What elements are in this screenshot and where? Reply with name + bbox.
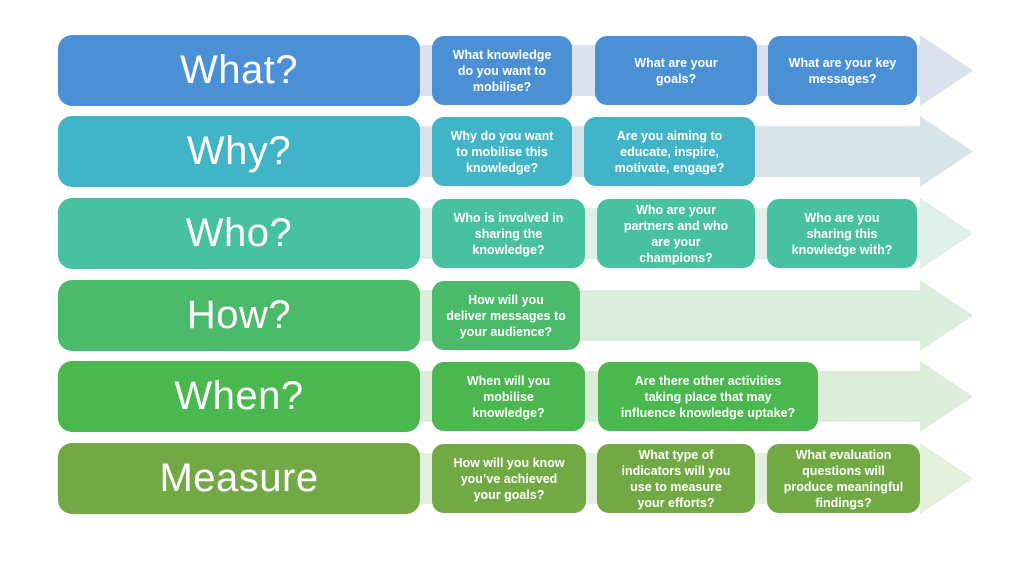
arrow-head-icon bbox=[920, 361, 973, 432]
question-text: What type of indicators will you use to … bbox=[621, 447, 731, 510]
question-box: What are your key messages? bbox=[768, 36, 917, 105]
question-text: Why do you want to mobilise this knowled… bbox=[450, 128, 554, 175]
question-box: Who is involved in sharing the knowledge… bbox=[432, 199, 585, 268]
row-label-box-why: Why? bbox=[58, 116, 420, 187]
question-box: What knowledge do you want to mobilise? bbox=[432, 36, 572, 105]
row-label-box-how: How? bbox=[58, 280, 420, 351]
question-box: What type of indicators will you use to … bbox=[597, 444, 755, 513]
arrow-head-icon bbox=[920, 35, 973, 106]
question-text: What are your key messages? bbox=[788, 55, 897, 86]
row-when: When? When will you mobilise knowledge? … bbox=[0, 361, 1024, 432]
question-text: What knowledge do you want to mobilise? bbox=[452, 47, 552, 94]
question-text: Are you aiming to educate, inspire, moti… bbox=[614, 128, 725, 175]
question-box: What are your goals? bbox=[595, 36, 757, 105]
question-text: How will you deliver messages to your au… bbox=[446, 292, 566, 339]
row-who: Who? Who is involved in sharing the know… bbox=[0, 198, 1024, 269]
question-text: What are your goals? bbox=[634, 55, 718, 86]
row-label: How? bbox=[186, 293, 292, 337]
question-text: Who are you sharing this knowledge with? bbox=[791, 210, 893, 257]
arrow-head-icon bbox=[920, 443, 973, 514]
row-why: Why? Why do you want to mobilise this kn… bbox=[0, 116, 1024, 187]
arrow-head-icon bbox=[920, 116, 973, 187]
question-text: Who is involved in sharing the knowledge… bbox=[453, 210, 564, 257]
row-label-box-when: When? bbox=[58, 361, 420, 432]
question-box: Who are you sharing this knowledge with? bbox=[767, 199, 917, 268]
question-text: What evaluation questions will produce m… bbox=[783, 447, 904, 510]
question-text: How will you know you’ve achieved your g… bbox=[453, 455, 565, 502]
question-text: Who are your partners and who are your c… bbox=[623, 202, 729, 265]
question-box: Are there other activities taking place … bbox=[598, 362, 818, 431]
question-text: When will you mobilise knowledge? bbox=[466, 373, 551, 420]
row-what: What? What knowledge do you want to mobi… bbox=[0, 35, 1024, 106]
row-label: Who? bbox=[185, 211, 293, 255]
question-text: Are there other activities taking place … bbox=[620, 373, 796, 420]
row-how: How? How will you deliver messages to yo… bbox=[0, 280, 1024, 351]
arrow-head-icon bbox=[920, 280, 973, 351]
row-label: Measure bbox=[159, 456, 319, 500]
row-label-box-who: Who? bbox=[58, 198, 420, 269]
question-box: Who are your partners and who are your c… bbox=[597, 199, 755, 268]
question-box: How will you deliver messages to your au… bbox=[432, 281, 580, 350]
question-box: Why do you want to mobilise this knowled… bbox=[432, 117, 572, 186]
row-label-box-measure: Measure bbox=[58, 443, 420, 514]
question-box: What evaluation questions will produce m… bbox=[767, 444, 920, 513]
row-label: Why? bbox=[186, 129, 292, 173]
row-label: What? bbox=[179, 48, 299, 92]
question-box: How will you know you’ve achieved your g… bbox=[432, 444, 586, 513]
question-box: When will you mobilise knowledge? bbox=[432, 362, 585, 431]
row-label-box-what: What? bbox=[58, 35, 420, 106]
row-label: When? bbox=[174, 374, 304, 418]
row-measure: Measure How will you know you’ve achieve… bbox=[0, 443, 1024, 514]
question-box: Are you aiming to educate, inspire, moti… bbox=[584, 117, 755, 186]
arrow-head-icon bbox=[920, 198, 973, 269]
